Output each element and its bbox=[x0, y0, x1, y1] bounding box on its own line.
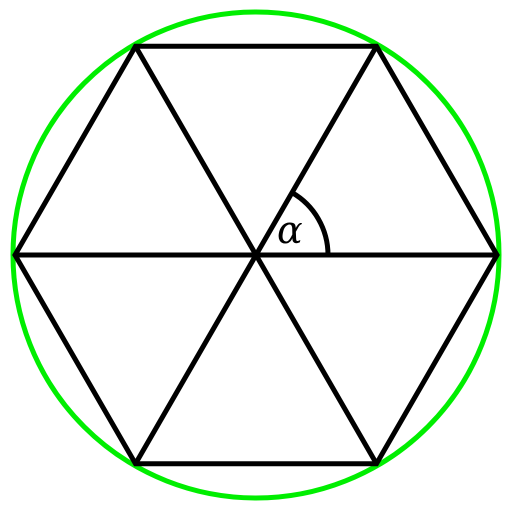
spoke-3 bbox=[133, 45, 259, 257]
spoke-2 bbox=[253, 45, 379, 257]
radial-spokes bbox=[15, 45, 497, 465]
hexagon-outline bbox=[12, 43, 500, 467]
angle-arc bbox=[290, 190, 331, 256]
spoke-5 bbox=[133, 253, 259, 465]
spoke-6 bbox=[253, 253, 379, 465]
angle-alpha-label: α bbox=[277, 208, 303, 252]
